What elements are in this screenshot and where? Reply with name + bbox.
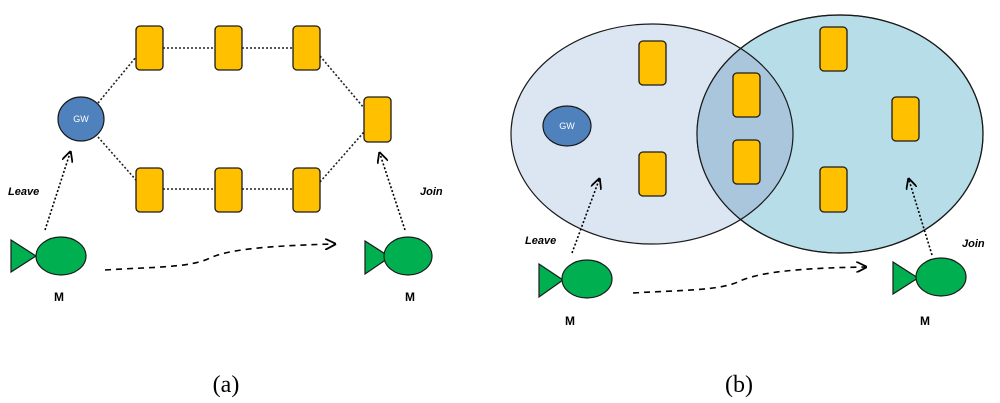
sensor-node xyxy=(819,166,848,213)
join-arrow xyxy=(909,180,933,256)
mobile-right-label: M xyxy=(405,290,415,304)
gateway-label: GW xyxy=(559,121,575,131)
sensor-nodes xyxy=(638,26,920,213)
link xyxy=(319,55,365,109)
sensor-node xyxy=(891,96,920,142)
gateway-label: GW xyxy=(73,114,89,124)
sensor-node xyxy=(292,167,321,213)
cluster-right-outline xyxy=(696,14,984,254)
leave-label: Leave xyxy=(8,186,39,198)
movement-path xyxy=(104,244,334,271)
caption-b: (b) xyxy=(725,372,753,398)
movement-path xyxy=(632,267,865,294)
join-label: Join xyxy=(420,186,443,198)
link xyxy=(319,131,365,183)
mobile-left-label: M xyxy=(54,290,64,304)
gateway-node: GW xyxy=(542,105,592,147)
leave-label: Leave xyxy=(525,235,556,247)
mobile-node xyxy=(10,236,87,276)
mobile-right-label: M xyxy=(920,314,930,328)
link xyxy=(97,56,137,104)
sensor-node xyxy=(732,139,761,185)
ring-links xyxy=(97,47,365,190)
gateway-node: GW xyxy=(57,96,105,142)
join-arrow xyxy=(380,154,406,231)
sensor-node xyxy=(638,151,667,197)
leave-arrow xyxy=(44,153,70,231)
panel-a: GW Leave Join M M (a) xyxy=(8,25,443,398)
mobile-node xyxy=(364,236,433,276)
sensor-node xyxy=(214,25,243,71)
sensor-node xyxy=(292,25,321,71)
link xyxy=(97,136,137,181)
cluster-overlap xyxy=(697,23,794,245)
sensor-node xyxy=(819,26,848,72)
mobile-node xyxy=(538,259,613,299)
sensor-node xyxy=(638,40,667,86)
join-label: Join xyxy=(962,238,985,250)
sensor-node xyxy=(135,167,164,213)
panel-b: GW Leave Join M M (b) xyxy=(510,14,985,398)
caption-a: (a) xyxy=(213,372,240,398)
sensor-node xyxy=(214,167,243,213)
sensor-node xyxy=(135,25,164,71)
mobile-node xyxy=(892,257,967,297)
sensor-nodes xyxy=(135,25,392,213)
sensor-node xyxy=(732,72,761,118)
sensor-node xyxy=(363,96,392,143)
leave-arrow xyxy=(571,180,599,254)
mobile-left-label: M xyxy=(565,314,575,328)
